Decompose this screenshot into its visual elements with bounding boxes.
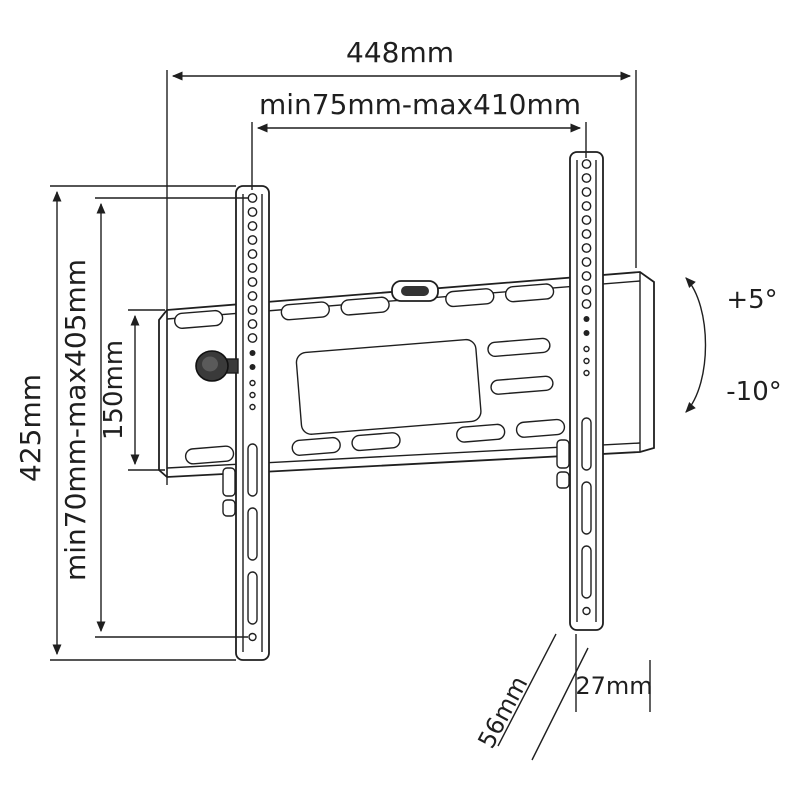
- label-pattern-width: min75mm-max410mm: [259, 88, 581, 121]
- right-rail-small-holes: [583, 345, 590, 377]
- dimension-tilt: [685, 277, 707, 413]
- plate-slots: [174, 283, 566, 465]
- left-rail-holes: [247, 193, 258, 343]
- label-depth: 56mm: [472, 672, 533, 753]
- lock-tabs: [222, 439, 570, 517]
- dimension-total-width: [166, 70, 637, 485]
- tilt-knob: [195, 350, 239, 382]
- label-tilt-up: +5°: [726, 285, 777, 315]
- label-pattern-height: min70mm-max405mm: [59, 259, 92, 581]
- label-profile-depth: 27mm: [575, 672, 652, 700]
- right-rail-holes: [581, 159, 592, 309]
- dimension-depth: [497, 633, 589, 761]
- right-rail-slots: [581, 417, 592, 616]
- left-rail-small-holes: [249, 379, 256, 411]
- dimension-pattern-width: [251, 122, 587, 190]
- right-rail: [569, 151, 604, 631]
- label-total-width: 448mm: [346, 36, 454, 69]
- left-rail-slots: [247, 443, 258, 642]
- bubble-level: [391, 280, 439, 302]
- left-rail-screws: [249, 350, 256, 370]
- label-plate-height: 150mm: [99, 340, 129, 440]
- dimension-total-height: [50, 185, 236, 661]
- label-tilt-down: -10°: [726, 377, 781, 407]
- dimension-pattern-height: [95, 197, 248, 638]
- dimension-plate-height: [128, 309, 165, 471]
- label-total-height: 425mm: [14, 374, 47, 482]
- dimension-profile-depth: [575, 634, 651, 712]
- left-rail: [235, 185, 270, 661]
- plate-center-cutout: [295, 338, 482, 435]
- right-rail-screws: [583, 316, 590, 336]
